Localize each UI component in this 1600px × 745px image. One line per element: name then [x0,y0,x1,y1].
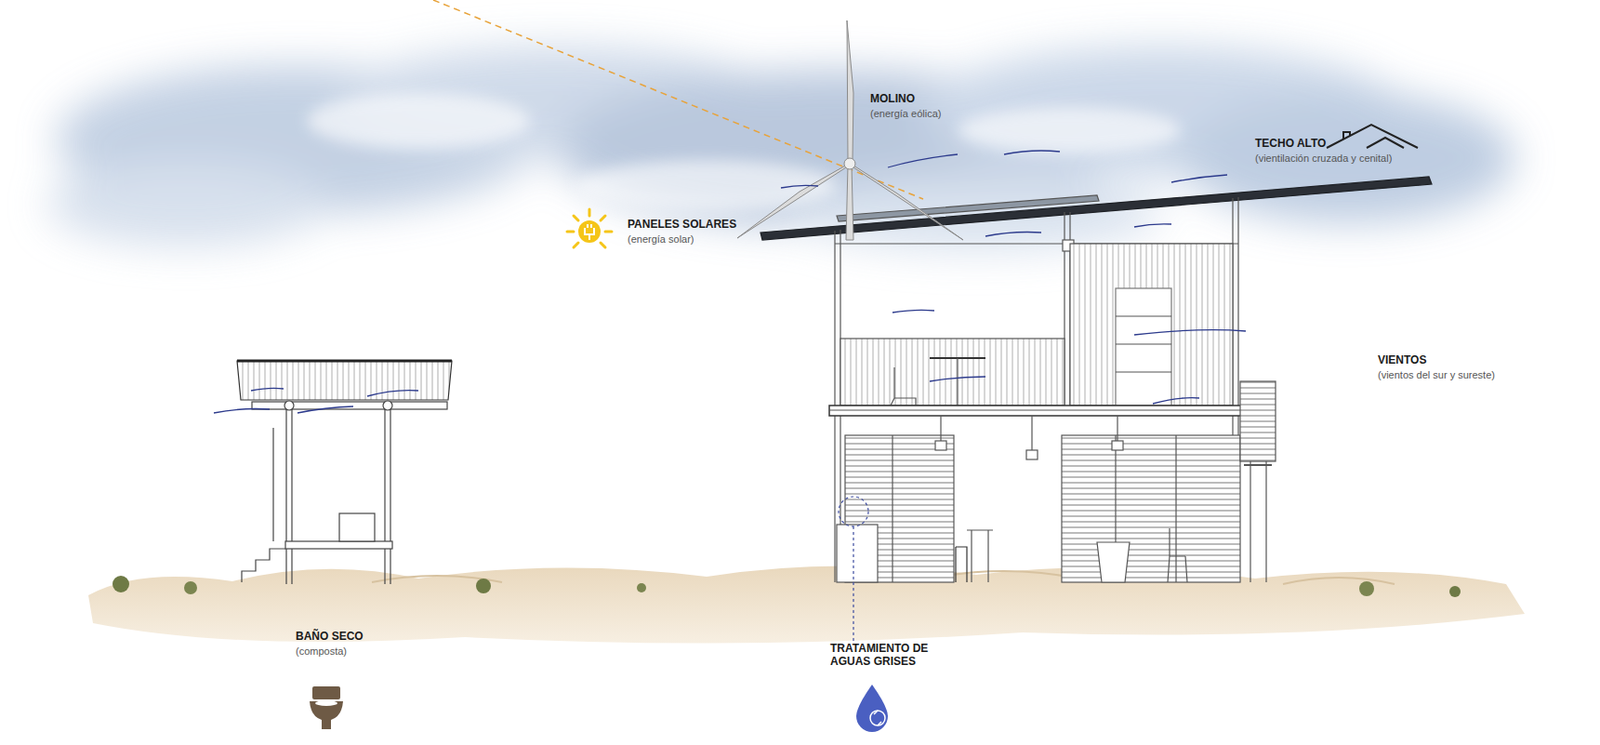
callout-title: VIENTOS [1377,353,1427,367]
callout-note: (vientilación cruzada y cenital) [1255,152,1392,165]
callout-title: MOLINO [870,92,915,106]
callout-note: (vientos del sur y sureste) [1377,369,1495,382]
callout-note: (energía eólica) [870,107,941,120]
callout-title: TECHO ALTO [1255,136,1326,150]
callout-title: BAÑO SECO [295,629,364,643]
callout-note: (composta) [295,645,347,658]
callout-title: PANELES SOLARES [627,217,737,231]
callout-note: (energía solar) [627,233,695,246]
callout-title: TRATAMIENTO DE AGUAS GRISES [830,641,940,668]
